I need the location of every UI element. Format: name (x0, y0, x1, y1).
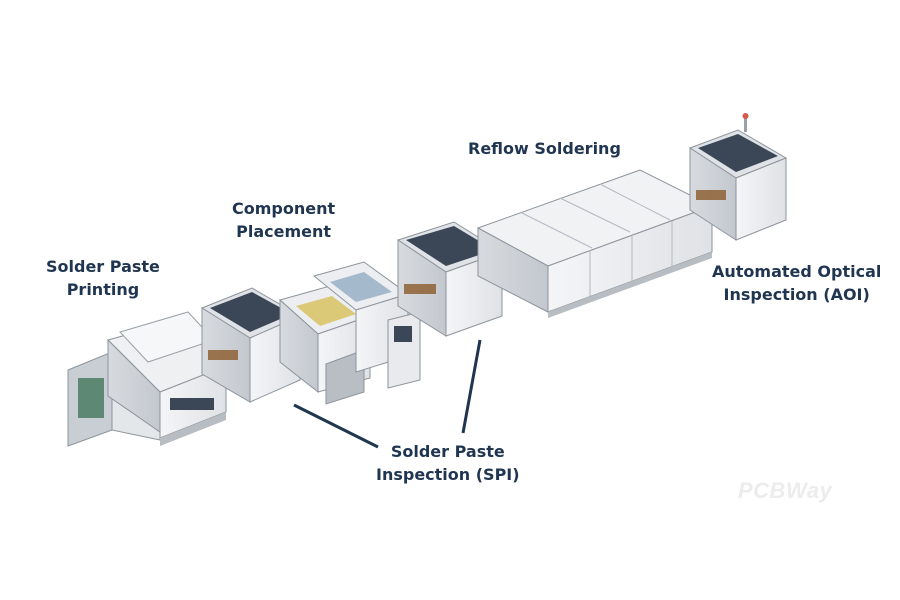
spi-leader-line-right (461, 339, 482, 434)
label-reflow-soldering: Reflow Soldering (468, 139, 621, 158)
label-aoi: Automated Optical Inspection (AOI) (712, 262, 882, 304)
pcbway-watermark: PCBWay (738, 478, 833, 503)
spi-machine (200, 287, 302, 403)
label-spi: Solder Paste Inspection (SPI) (376, 442, 520, 484)
pick-and-place-machine-2 (312, 261, 421, 389)
reflow-oven (476, 169, 714, 318)
inspection-module (396, 221, 504, 337)
label-solder-paste-printing: Solder Paste Printing (46, 257, 160, 299)
spi-leader-line-left (293, 403, 379, 449)
label-component-placement: Component Placement (232, 199, 336, 241)
solder-paste-printer (67, 311, 227, 447)
aoi-machine (688, 113, 788, 241)
